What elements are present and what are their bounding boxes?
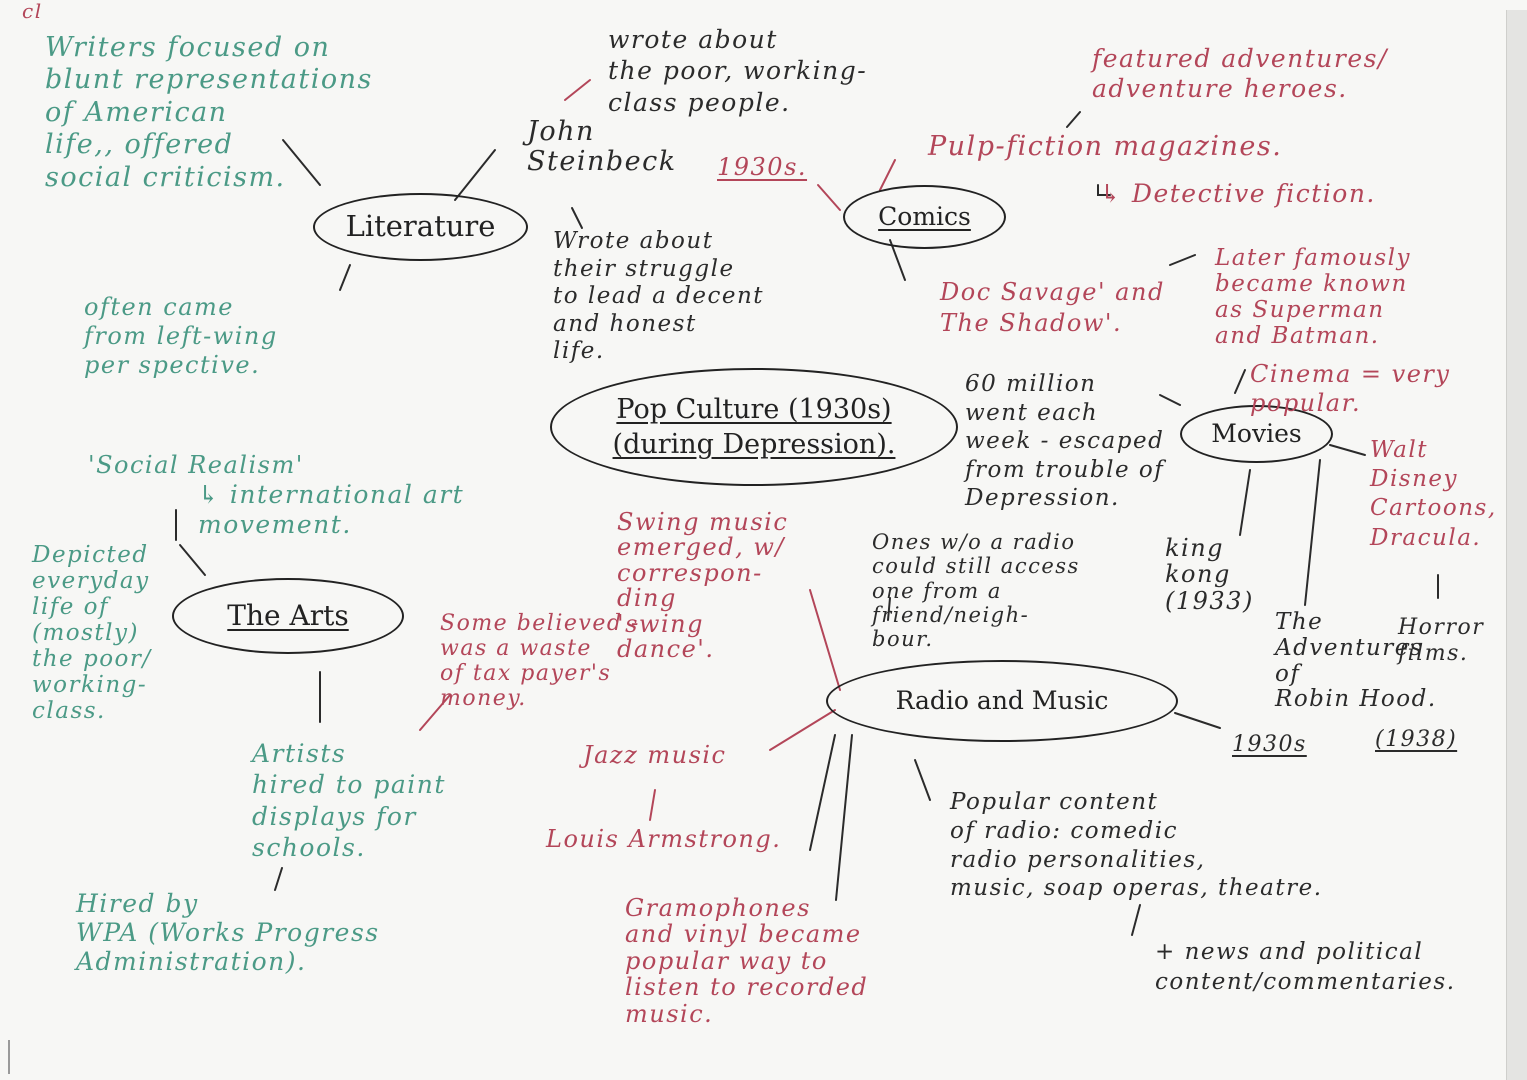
some-believed-connector [419,694,451,731]
swing-music-note: Swing music emerged, w/ correspon- ding … [617,508,789,664]
louis-armstrong-note: Louis Armstrong. [546,825,782,853]
steinbeck-year: 1930s. [717,153,808,181]
gramophones-note: Gramophones and vinyl became popular way… [625,894,869,1028]
news-commentaries-note: + news and political content/commentarie… [1155,939,1456,995]
wrote-about-struggle-note: Wrote about their struggle to lead a dec… [553,228,765,365]
literature-label: Literature [345,209,496,244]
horror-films-note: Horror films. [1398,615,1485,667]
radio-music-label: Radio and Music [895,685,1109,715]
struggle-connector [571,207,583,229]
social-realism-note: 'Social Realism' [88,451,304,479]
writers-connector [282,139,321,186]
radio-1930s-connector [1174,712,1221,729]
doc-savage-connector [889,239,906,281]
literature-node: Literature [313,193,528,261]
walt-disney-connector [1329,444,1366,456]
left-wing-note: often came from left-wing per spective. [84,293,278,379]
popular-content-note: Popular content of radio: comedic radio … [950,789,1323,902]
armstrong-connector [649,789,656,821]
depicted-connector [179,544,206,576]
movies-label: Movies [1211,418,1302,448]
king-kong-connector [1239,469,1251,536]
comics-steinbeck-connector [817,184,841,211]
robin-hood-connector [1304,459,1321,606]
international-art-note: ↳ international art movement. [198,480,465,539]
wrote-about-connector [564,79,591,101]
movies-1930s: 1930s [1232,732,1307,757]
wrote-about-poor-note: wrote about the poor, working- class peo… [608,25,868,117]
margin-mark [8,1040,10,1074]
detective-fiction-note: ↳ Detective fiction. [1100,179,1376,208]
swing-connector [809,589,841,691]
depicted-note: Depicted everyday life of (mostly) the p… [32,542,152,724]
walt-disney-note: Walt Disney Cartoons, Dracula. [1370,437,1497,551]
movies-node: Movies [1180,405,1333,463]
featured-connector [1066,111,1081,128]
pop-culture-center-node: Pop Culture (1930s) (during Depression). [550,368,958,486]
steinbeck-name: John Steinbeck [527,116,677,177]
radio-music-node: Radio and Music [826,660,1178,742]
king-kong-note: king kong (1933) [1165,534,1254,615]
news-connector [1131,904,1141,936]
detective-connector [1097,184,1111,196]
page-edge [1506,10,1527,1080]
steinbeck-connector [454,149,496,201]
writers-note: Writers focused on blunt representations… [45,32,373,193]
hired-by-wpa-note: Hired by WPA (Works Progress Administrat… [76,889,380,976]
cinema-note: Cinema = very popular. [1250,360,1451,417]
popular-content-connector [914,759,931,801]
doc-savage-note: Doc Savage' and The Shadow'. [940,278,1165,338]
ones-wo-radio-connector [887,597,891,621]
left-wing-connector [339,264,351,291]
jazz-connector [769,709,836,751]
gramophones-connector-2 [835,734,853,901]
some-believed-note: Some believed - was a waste of tax payer… [440,611,640,711]
artists-hired-note: Artists hired to paint displays for scho… [252,739,446,862]
robin-hood-year: (1938) [1375,727,1458,752]
wpa-connector [274,867,283,891]
the-arts-node: The Arts [172,578,404,654]
center-subtitle: (during Depression). [612,429,896,460]
jazz-music-note: Jazz music [583,741,727,769]
ones-without-radio-note: Ones w/o a radio could still access one … [872,530,1080,652]
gramophones-connector [809,734,836,851]
later-famously-connector [1169,254,1196,266]
pulp-connector [879,159,896,191]
robin-hood-note: The Adventures of Robin Hood. [1275,609,1437,713]
corner-mark: cl [22,0,43,23]
sixty-million-note: 60 million went each week - escaped from… [965,371,1165,512]
featured-adventures-note: featured adventures/ adventure heroes. [1092,44,1388,103]
cinema-connector [1234,369,1246,394]
pulp-fiction-note: Pulp-fiction magazines. [928,131,1283,162]
comics-node: Comics [843,185,1006,249]
comics-label: Comics [878,201,971,231]
sixty-million-connector [1159,394,1181,406]
center-title: Pop Culture (1930s) [616,393,892,425]
the-arts-label: The Arts [227,598,349,632]
later-famously-note: Later famously became known as Superman … [1215,245,1411,349]
